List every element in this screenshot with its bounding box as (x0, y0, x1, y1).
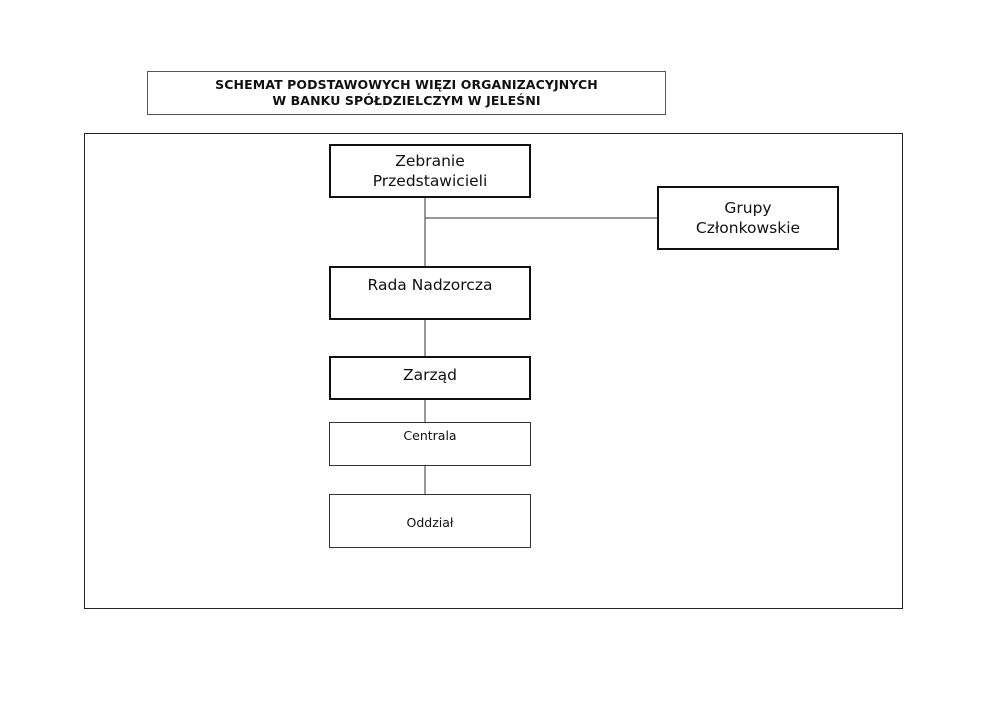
node-zebranie-label-line-2: Przedstawicieli (372, 172, 488, 190)
diagram-frame (84, 133, 903, 609)
node-zarzad-label: Zarząd (403, 366, 457, 384)
node-centrala: Centrala (329, 422, 531, 466)
node-grupy-label-line-2: Członkowskie (695, 219, 801, 237)
node-zarzad: Zarząd (329, 356, 531, 400)
node-centrala-label: Centrala (403, 428, 457, 443)
node-grupy-label-line-1: Grupy (724, 199, 772, 217)
node-zebranie-label-line-1: Zebranie (395, 152, 465, 170)
node-oddzial-label: Oddział (406, 515, 454, 530)
node-rada-nadzorcza: Rada Nadzorcza (329, 266, 531, 320)
diagram-title: SCHEMAT PODSTAWOWYCH WIĘZI ORGANIZACYJNY… (147, 71, 666, 115)
node-grupy-czlonkowskie: Grupy Członkowskie (657, 186, 839, 250)
diagram-title-line-1: SCHEMAT PODSTAWOWYCH WIĘZI ORGANIZACYJNY… (215, 77, 598, 92)
node-zebranie-przedstawicieli: Zebranie Przedstawicieli (329, 144, 531, 198)
node-oddzial: Oddział (329, 494, 531, 548)
node-rada-label: Rada Nadzorcza (367, 276, 493, 294)
diagram-title-line-2: W BANKU SPÓŁDZIELCZYM W JELEŚNI (272, 93, 541, 108)
